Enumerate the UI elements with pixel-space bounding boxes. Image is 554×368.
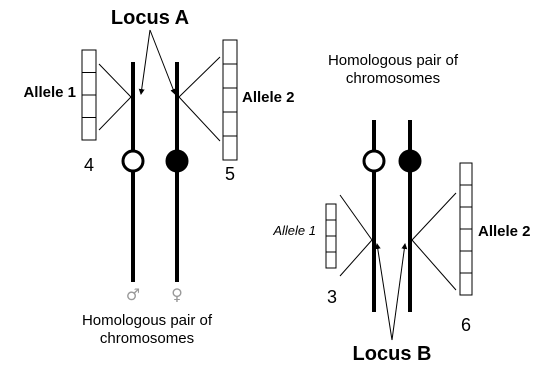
right-chromosome-pair: Homologous pair of chromosomes Allele 1 … — [272, 52, 530, 365]
right-maternal-centromere — [400, 151, 420, 171]
locus-a-arrow-left — [141, 30, 150, 94]
allele-2-label-right-pair: Allele 2 — [478, 223, 531, 240]
allele-2-zoom-line-bottom — [179, 97, 220, 141]
left-pair-caption-line1: Homologous pair of — [82, 312, 213, 329]
right-pair-caption-line2: chromosomes — [346, 70, 440, 87]
allele-2-count-left-pair: 5 — [225, 164, 235, 184]
allele-1-count-right-pair: 3 — [327, 287, 337, 307]
male-symbol: ♂ — [126, 285, 140, 304]
left-chromosome-pair: Locus A Allele 1 4 Allele 2 5 — [23, 7, 294, 347]
maternal-centromere — [167, 151, 187, 171]
allele-1-count-left-pair: 4 — [84, 155, 94, 175]
locus-b-arrow-left — [377, 244, 392, 340]
allele-1-label-right-pair: Allele 1 — [272, 223, 316, 238]
allele-1-zoom-line-top — [99, 64, 131, 97]
left-pair-caption-line2: chromosomes — [100, 330, 194, 347]
allele-1-zoom-line-bottom — [99, 97, 131, 130]
right-paternal-centromere — [364, 151, 384, 171]
allele-2-bar-left-pair — [223, 40, 237, 160]
locus-a-arrow-right — [150, 30, 175, 94]
allele-2-zoom-line-top — [179, 57, 220, 97]
allele-1-bar-right-pair — [326, 204, 336, 268]
right-allele-1-zoom-line-bottom — [340, 240, 372, 276]
allele-2-count-right-pair: 6 — [461, 315, 471, 335]
locus-a-label: Locus A — [111, 7, 189, 29]
right-allele-1-zoom-line-top — [340, 195, 372, 240]
allele-1-bar-left-pair — [82, 50, 96, 140]
paternal-centromere — [123, 151, 143, 171]
right-allele-2-zoom-line-bottom — [412, 240, 456, 290]
allele-1-label-left-pair: Allele 1 — [23, 84, 76, 101]
right-pair-caption-line1: Homologous pair of — [328, 52, 459, 69]
right-allele-2-zoom-line-top — [412, 193, 456, 240]
female-symbol: ♀ — [171, 285, 183, 304]
allele-2-label-left-pair: Allele 2 — [242, 89, 295, 106]
locus-b-label: Locus B — [353, 343, 432, 365]
allele-2-bar-right-pair — [460, 163, 472, 295]
locus-b-arrow-right — [392, 244, 405, 340]
